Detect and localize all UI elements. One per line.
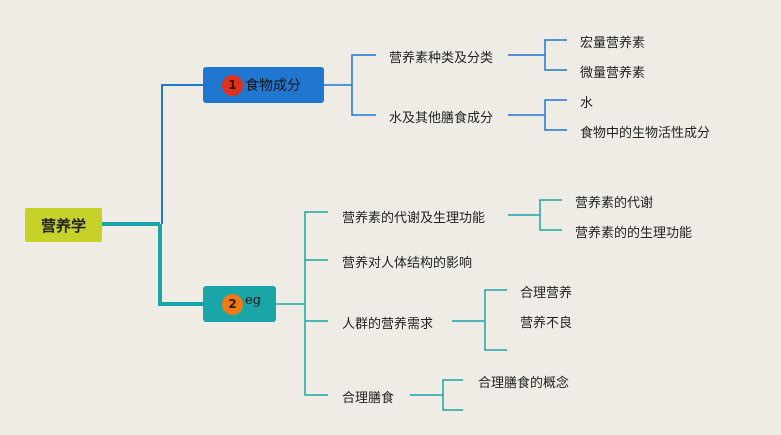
number-badge-1: 1 [222, 74, 243, 96]
number-badge-2: 2 [222, 293, 243, 315]
leaf-nutrient-metabolism[interactable]: 营养素的代谢 [575, 196, 654, 211]
branch-eg[interactable]: 2 eg [203, 286, 276, 322]
topic-water-other-components[interactable]: 水及其他膳食成分 [389, 111, 494, 126]
branch-food-components[interactable]: 1 食物成分 [203, 67, 324, 103]
topic-metabolism-function[interactable]: 营养素的代谢及生理功能 [342, 211, 486, 226]
leaf-nutrient-function[interactable]: 营养素的的生理功能 [575, 226, 693, 241]
leaf-balanced-diet-concept[interactable]: 合理膳食的概念 [478, 376, 570, 391]
branch-label: 食物成分 [245, 78, 301, 94]
topic-balanced-diet[interactable]: 合理膳食 [342, 391, 395, 406]
topic-population-needs[interactable]: 人群的营养需求 [342, 317, 434, 332]
root-node[interactable]: 营养学 [25, 208, 102, 242]
leaf-proper-nutrition[interactable]: 合理营养 [520, 286, 573, 301]
leaf-bioactive-components[interactable]: 食物中的生物活性成分 [580, 126, 711, 141]
topic-nutrient-types[interactable]: 营养素种类及分类 [389, 51, 494, 66]
topic-body-structure-effect[interactable]: 营养对人体结构的影响 [342, 256, 473, 271]
branch-label: eg [245, 292, 262, 308]
leaf-macronutrients[interactable]: 宏量营养素 [580, 36, 646, 51]
leaf-malnutrition[interactable]: 营养不良 [520, 316, 573, 331]
leaf-micronutrients[interactable]: 微量营养素 [580, 66, 646, 81]
leaf-water[interactable]: 水 [580, 96, 594, 111]
root-label: 营养学 [40, 216, 86, 235]
